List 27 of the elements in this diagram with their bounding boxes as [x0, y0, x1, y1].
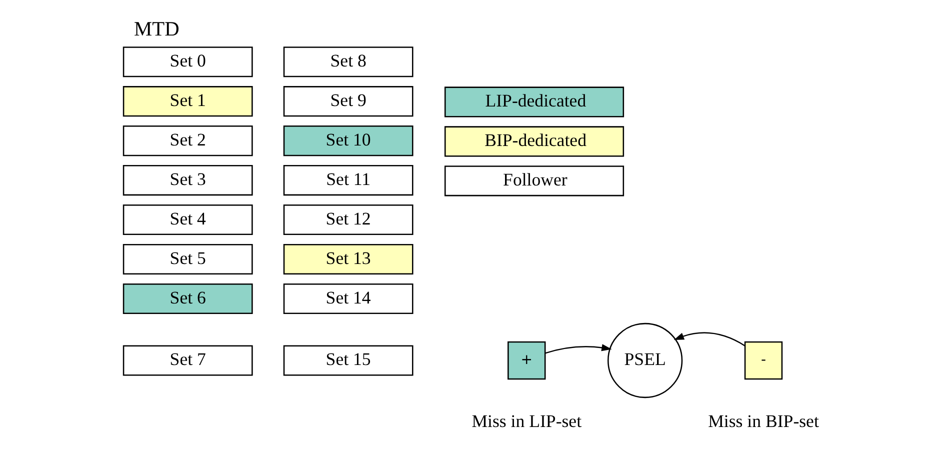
node-box: Set 3 [122, 164, 253, 196]
node-box: Set 8 [283, 46, 414, 77]
node-box: Set 6 [122, 282, 253, 314]
node-box: Set 11 [283, 164, 414, 196]
node-box: Set 1 [122, 86, 253, 116]
node-label: Miss in LIP-set [472, 410, 582, 430]
node-box: Set 15 [283, 344, 414, 376]
node-box: + [508, 340, 546, 380]
legend-label: Follower [503, 169, 568, 190]
node-box: Set 10 [283, 125, 414, 156]
node-box: Set 12 [283, 204, 414, 235]
diagram-title: MTD [134, 18, 180, 40]
node-box: Set 14 [283, 282, 414, 314]
node-circle: PSEL [608, 322, 683, 398]
node-label: Miss in BIP-set [708, 410, 819, 430]
arrow [544, 344, 612, 354]
arrow [674, 332, 746, 346]
node-box: - [744, 340, 783, 380]
node-box: Set 2 [122, 125, 253, 156]
legend-label: LIP-dedicated [485, 90, 586, 110]
node-box: Set 13 [283, 243, 414, 274]
node-box: Set 0 [122, 46, 253, 77]
node-box: Set 5 [122, 243, 253, 274]
legend-label: BIP-dedicated [484, 130, 587, 150]
node-box: Set 7 [122, 344, 253, 376]
node-box: Set 9 [283, 86, 414, 116]
node-box: Set 4 [122, 204, 253, 235]
